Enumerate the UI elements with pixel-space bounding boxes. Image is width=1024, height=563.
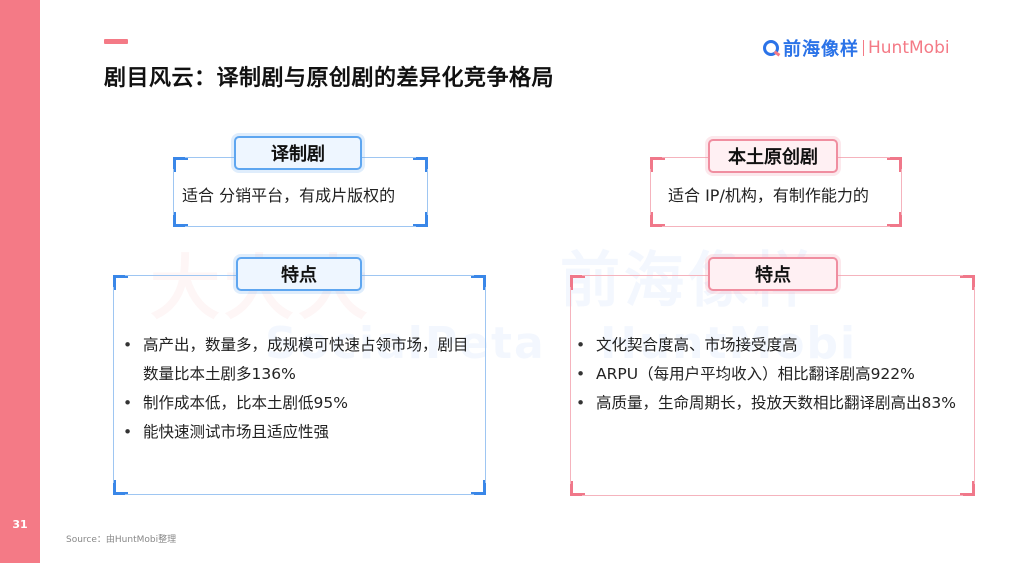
original-features-tag: 特点: [708, 257, 838, 291]
original-features-list: 文化契合度高、市场接受度高 ARPU（每用户平均收入）相比翻译剧高922% 高质…: [572, 331, 962, 418]
dubbed-description: 适合 分销平台，有成片版权的: [182, 186, 396, 205]
sidebar-accent-bar: [0, 0, 40, 563]
list-item: 高质量，生命周期长，投放天数相比翻译剧高出83%: [572, 389, 962, 418]
list-item: 能快速测试市场且适应性强: [119, 418, 469, 447]
brand-name-en: HuntMobi: [868, 38, 950, 58]
page-title: 剧目风云：译制剧与原创剧的差异化竞争格局: [104, 66, 555, 91]
list-item: 制作成本低，比本土剧低95%: [119, 389, 469, 418]
source-note: Source：由HuntMobi整理: [66, 535, 177, 545]
list-item: 文化契合度高、市场接受度高: [572, 331, 962, 360]
brand-name-cn: 前海像样: [783, 39, 859, 60]
dubbed-features-tag: 特点: [236, 257, 362, 291]
dubbed-features-list: 高产出，数量多，成规模可快速占领市场，剧目数量比本土剧多136% 制作成本低，比…: [119, 331, 469, 447]
original-drama-tag: 本土原创剧: [708, 139, 838, 173]
list-item: 高产出，数量多，成规模可快速占领市场，剧目数量比本土剧多136%: [119, 331, 469, 389]
page-number: 31: [12, 518, 28, 531]
brand-divider: [863, 40, 864, 56]
original-description: 适合 IP/机构，有制作能力的: [668, 186, 869, 205]
title-accent-dash: [104, 39, 128, 44]
dubbed-drama-tag: 译制剧: [234, 136, 362, 170]
brand-mark-icon: [763, 40, 779, 56]
brand-logo: 前海像样 HuntMobi: [763, 36, 950, 60]
list-item: ARPU（每用户平均收入）相比翻译剧高922%: [572, 360, 962, 389]
